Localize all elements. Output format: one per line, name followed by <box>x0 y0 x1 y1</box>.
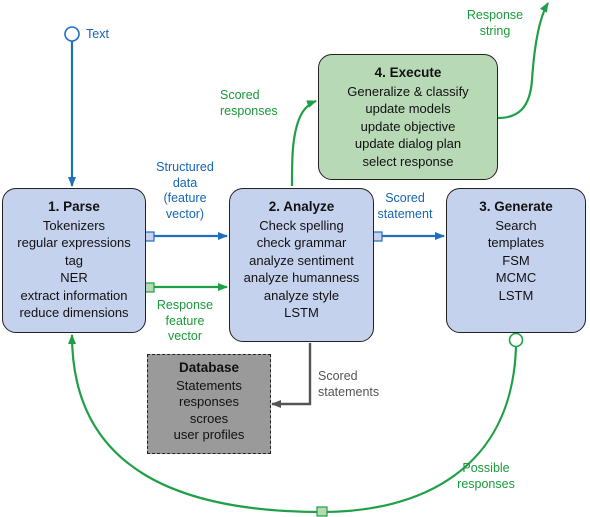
scored-responses-label: Scored responses <box>220 88 278 118</box>
generate-line: MCMC <box>495 270 537 285</box>
database-line: user profiles <box>173 427 245 442</box>
execute-title: 4. Execute <box>374 65 442 80</box>
response-string-arrow <box>497 2 549 120</box>
parse-line: NER <box>60 270 88 285</box>
analyze-line: LSTM <box>284 305 319 320</box>
generate-box: 3. Generate Search templates FSM MCMC LS… <box>446 188 586 333</box>
generate-line: FSM <box>502 252 530 268</box>
analyze-line: analyze humanness <box>243 270 360 285</box>
possible-responses-node <box>508 332 524 348</box>
generate-line: LSTM <box>498 287 534 303</box>
database-line: Statements <box>176 377 242 393</box>
execute-line: update dialog plan <box>354 136 462 151</box>
response-string-label: Response string <box>466 8 524 38</box>
parse-line: Tokenizers <box>42 217 106 233</box>
database-box: Database Statements responses scroes use… <box>147 354 271 454</box>
generate-line: Search <box>495 217 537 233</box>
execute-line: Generalize & classify <box>347 83 469 99</box>
parse-line: reduce dimensions <box>19 305 129 320</box>
generate-line: templates <box>487 235 545 250</box>
possible-responses-port <box>316 506 328 517</box>
database-line: responses <box>179 394 239 409</box>
parse-box: 1. Parse Tokenizers regular expressions … <box>2 188 146 333</box>
analyze-box: 2. Analyze Check spelling check grammar … <box>229 188 374 342</box>
analyze-line: check grammar <box>256 235 347 250</box>
scored-statement-label: Scored statement <box>377 191 433 221</box>
possible-responses-label: Possible responses <box>457 461 515 491</box>
generate-title: 3. Generate <box>479 199 553 214</box>
execute-box: 4. Execute Generalize & classify update … <box>318 54 498 180</box>
analyze-to-execute-arrow <box>290 99 317 187</box>
analyze-line: analyze style <box>263 287 340 303</box>
execute-line: update objective <box>360 118 456 134</box>
structured-data-label: Structured data (feature vector) <box>156 160 214 221</box>
response-feature-vector-label: Response feature vector <box>156 298 214 343</box>
text-input-label: Text <box>86 27 109 41</box>
parse-line: regular expressions <box>17 235 131 250</box>
execute-line: select response <box>362 153 454 169</box>
parse-line: tag <box>64 252 84 268</box>
analyze-to-database-arrow <box>271 343 312 408</box>
text-input-node <box>64 26 80 42</box>
parse-line: extract information <box>20 287 128 303</box>
analyze-title: 2. Analyze <box>268 199 335 214</box>
execute-line: update models <box>365 101 451 116</box>
scored-statements-label: Scored statements <box>318 369 380 399</box>
analyze-line: analyze sentiment <box>249 252 354 268</box>
database-line: scroes <box>189 410 229 426</box>
parse-title: 1. Parse <box>48 199 100 214</box>
analyze-line: Check spelling <box>259 217 344 233</box>
database-title: Database <box>178 360 240 375</box>
